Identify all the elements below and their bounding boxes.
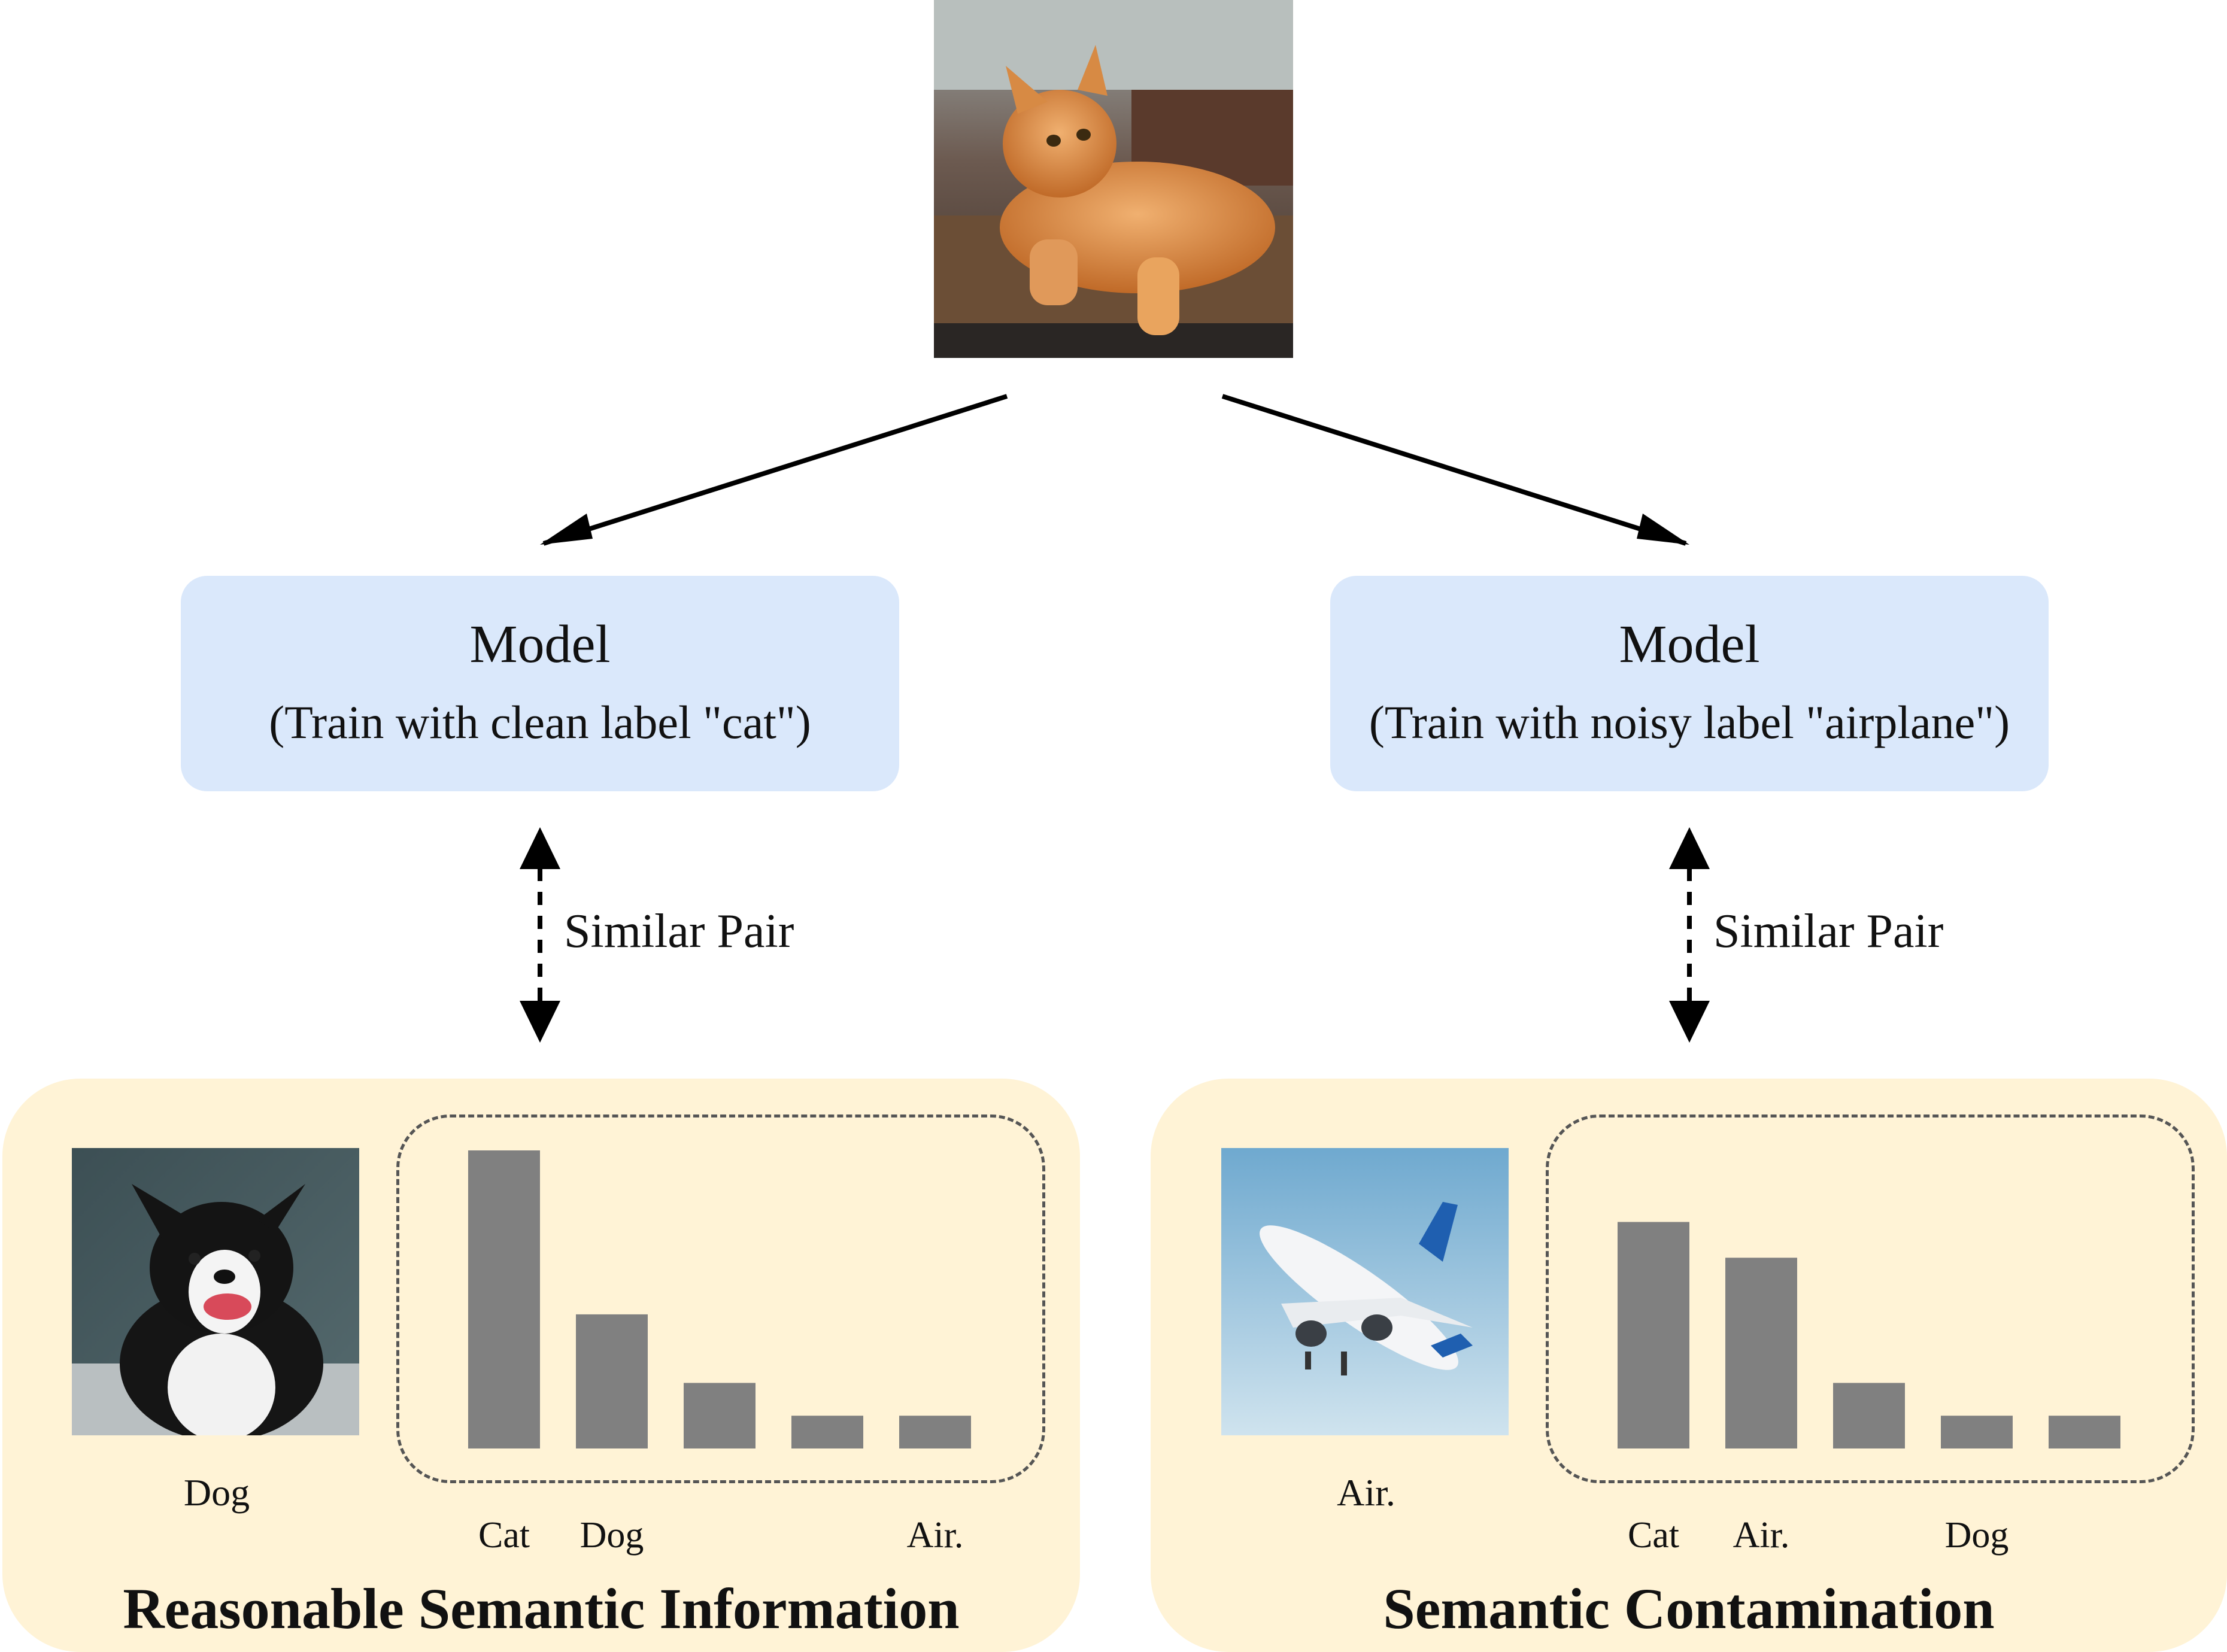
airplane-photo-icon xyxy=(1221,1148,1509,1435)
right-bar-1 xyxy=(1618,1222,1689,1448)
left-image-label: Dog xyxy=(183,1471,250,1514)
left-similar-pair-label: Similar Pair xyxy=(564,905,794,958)
left-similar-pair-arrowhead-up xyxy=(520,827,560,869)
arrow-to-right-model xyxy=(1221,394,1687,546)
right-bar-5 xyxy=(2049,1416,2120,1448)
airplane-photo xyxy=(1221,1148,1509,1435)
left-chart-frame xyxy=(396,1115,1045,1483)
left-chart-cat-label-5: Air. xyxy=(906,1515,964,1556)
right-similar-pair-arrowhead-down xyxy=(1669,1001,1710,1043)
arrow-to-left-model xyxy=(542,394,1008,546)
right-image-label: Air. xyxy=(1337,1471,1395,1514)
left-model-title: Model xyxy=(469,615,611,674)
left-bar-1 xyxy=(468,1150,540,1448)
cat-photo xyxy=(934,0,1293,358)
left-chart-cat-label-1: Cat xyxy=(478,1515,530,1556)
right-similar-pair-arrowhead-up xyxy=(1669,827,1710,869)
right-chart-frame xyxy=(1546,1115,2195,1483)
right-bar-chart xyxy=(1618,1222,2120,1448)
left-model-box: Model (Train with clean label "cat") xyxy=(181,576,899,791)
right-bar-3 xyxy=(1833,1383,1905,1448)
right-similar-pair-label: Similar Pair xyxy=(1713,905,1944,958)
left-model-subtitle: (Train with clean label "cat") xyxy=(269,696,811,748)
left-bar-4 xyxy=(791,1416,863,1448)
right-footer-title: Semantic Contamination xyxy=(1383,1577,1995,1641)
right-model-title: Model xyxy=(1619,615,1760,674)
left-footer-title: Reasonable Semantic Information xyxy=(123,1577,960,1641)
arrowhead-right-model xyxy=(1637,514,1689,545)
right-chart-cat-label-1: Cat xyxy=(1627,1515,1680,1556)
left-bar-5 xyxy=(899,1416,971,1448)
orange-cat-photo-icon xyxy=(934,0,1293,358)
left-bar-3 xyxy=(684,1383,756,1448)
left-chart-cat-label-2: Dog xyxy=(579,1515,644,1556)
right-model-box: Model (Train with noisy label "airplane"… xyxy=(1330,576,2049,791)
right-bar-2 xyxy=(1725,1258,1797,1448)
right-model-subtitle: (Train with noisy label "airplane") xyxy=(1369,696,2010,748)
left-bar-2 xyxy=(576,1314,648,1448)
left-similar-pair-arrowhead-down xyxy=(520,1001,560,1043)
right-chart-cat-label-4: Dog xyxy=(1944,1515,2009,1556)
arrowhead-left-model xyxy=(540,514,593,545)
right-bar-4 xyxy=(1941,1416,2013,1448)
dog-photo-icon xyxy=(72,1148,359,1435)
right-chart-cat-label-2: Air. xyxy=(1733,1515,1790,1556)
dog-photo xyxy=(72,1148,359,1435)
left-bar-chart xyxy=(468,1150,971,1448)
